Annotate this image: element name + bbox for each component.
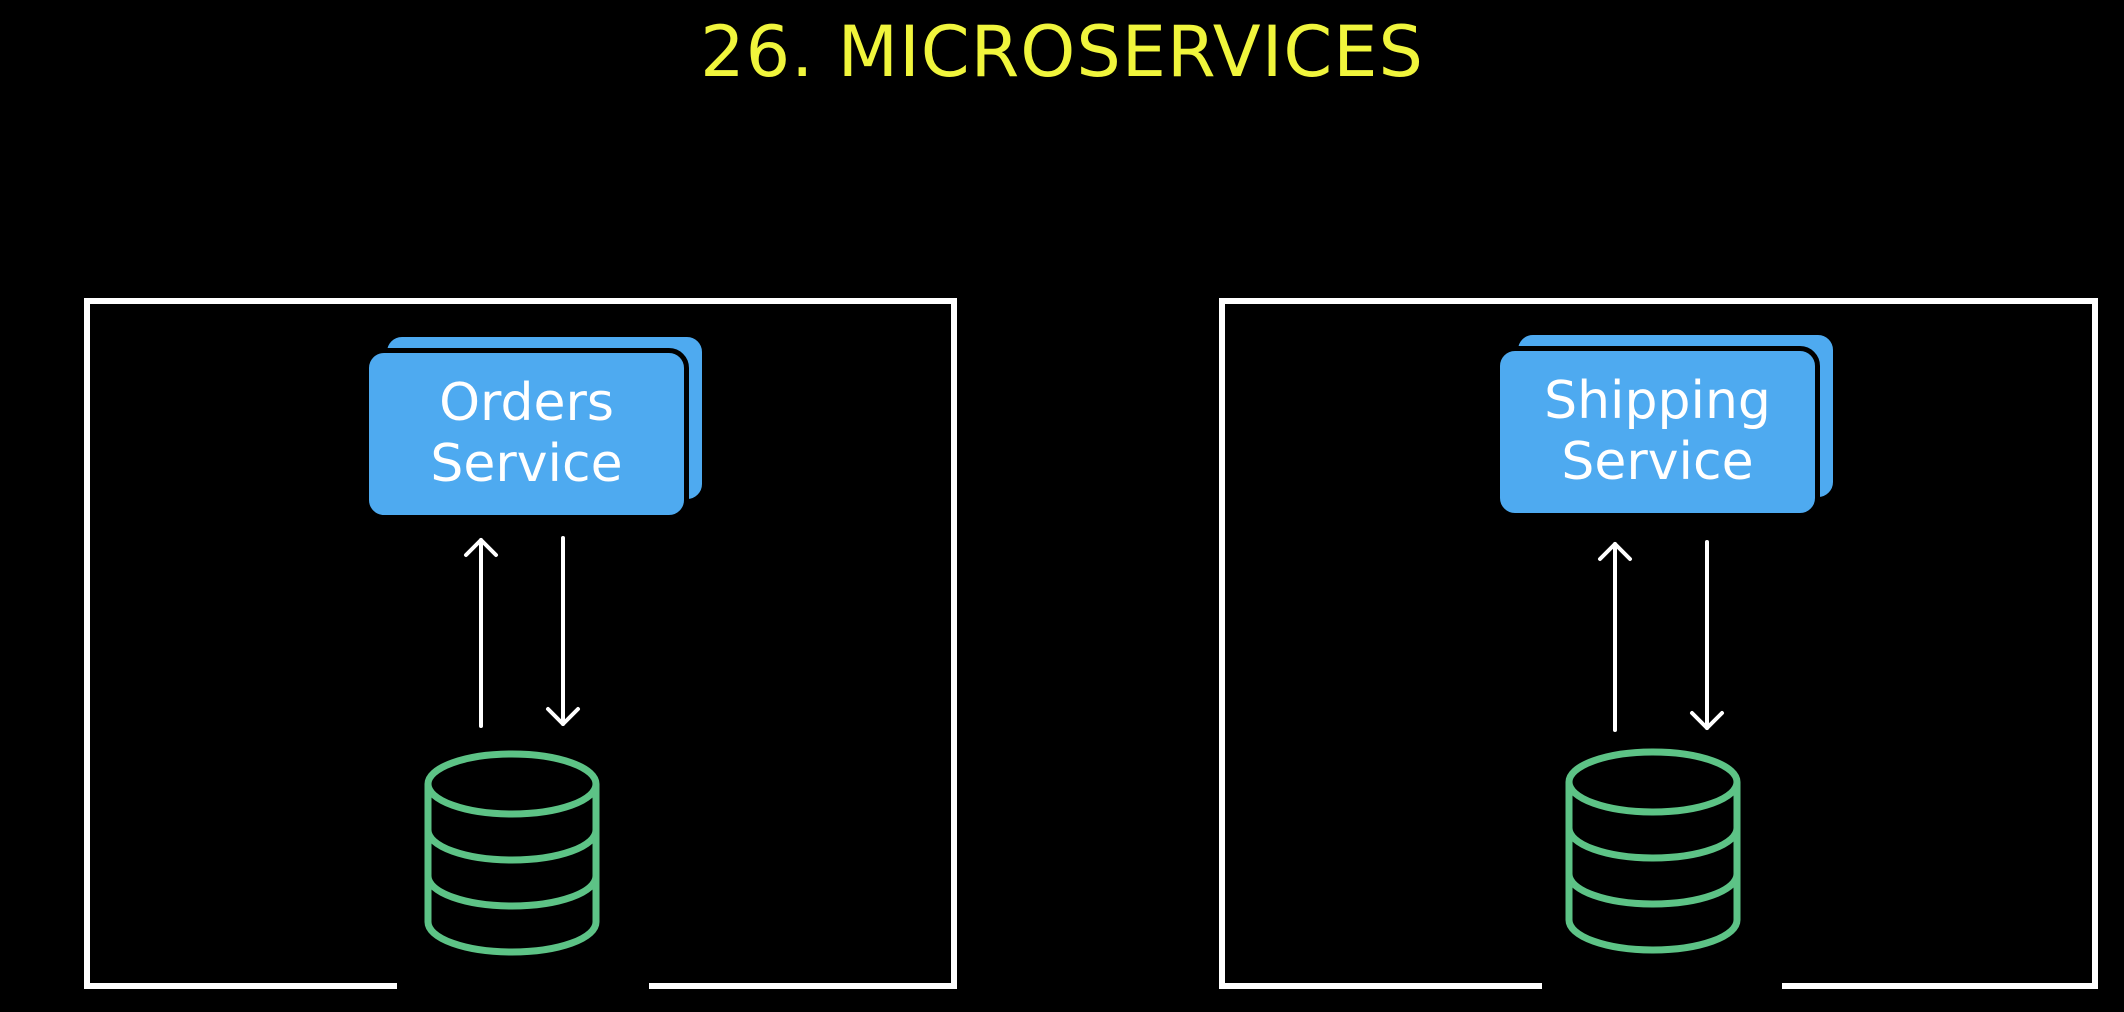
shipping-service-panel: Shipping Service — [1219, 298, 2098, 994]
shipping-service-card[interactable]: Shipping Service — [1495, 346, 1820, 518]
orders-service-panel: Orders Service — [84, 298, 957, 994]
shipping-read-arrowhead — [1598, 542, 1632, 561]
shipping-write-arrowhead — [1690, 711, 1724, 730]
orders-read-arrowhead — [464, 538, 498, 557]
shipping-panel-border-gap — [1542, 980, 1782, 994]
shipping-data-flow — [1598, 540, 1724, 732]
orders-service-card[interactable]: Orders Service — [364, 348, 689, 520]
orders-service-label: Orders Service — [430, 373, 623, 494]
orders-data-flow — [464, 536, 580, 728]
shipping-service-label: Shipping Service — [1544, 371, 1771, 492]
slide-title: 26. MICROSERVICES — [700, 11, 1424, 93]
orders-panel-border-gap — [397, 980, 649, 994]
database-icon — [424, 750, 600, 956]
orders-write-arrowhead — [546, 707, 580, 726]
database-icon — [1565, 748, 1741, 954]
